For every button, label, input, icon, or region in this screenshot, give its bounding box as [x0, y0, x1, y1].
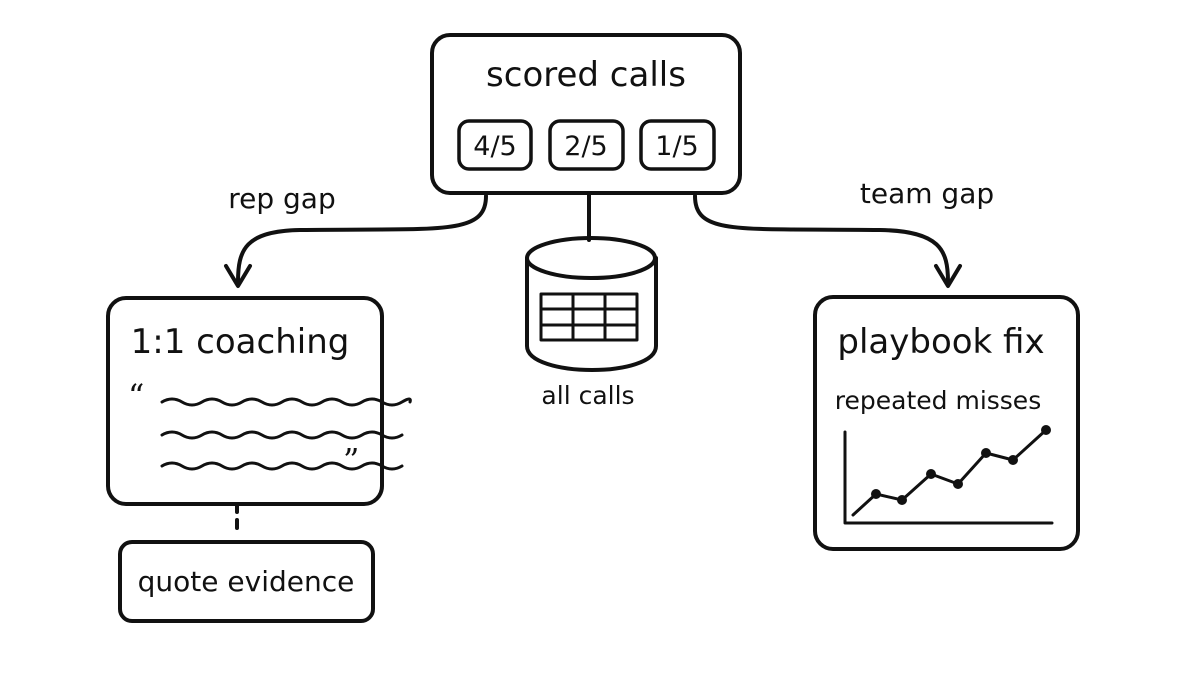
trend-points	[871, 425, 1051, 505]
scored-calls-box: scored calls 4/5 2/5 1/5	[430, 33, 742, 195]
coaching-title: 1:1 coaching	[131, 322, 350, 362]
close-quote-mark: ”	[343, 441, 359, 479]
coaching-box: 1:1 coaching “ ”	[106, 296, 412, 506]
playbook-box: playbook fix repeated misses	[813, 295, 1080, 551]
scored-calls-title: scored calls	[486, 55, 686, 95]
table-grid-icon	[539, 292, 639, 342]
playbook-title: playbook fix	[837, 322, 1044, 362]
quote-line-3	[160, 461, 404, 471]
all-calls-label: all calls	[541, 381, 634, 410]
quote-line-2	[160, 430, 404, 440]
quote-evidence-label: quote evidence	[138, 565, 355, 598]
score-chip-1-label: 4/5	[473, 131, 516, 162]
chart-axes	[843, 430, 1054, 525]
score-chip-3: 1/5	[639, 119, 716, 171]
quote-line-1	[160, 397, 412, 407]
score-chip-1: 4/5	[457, 119, 533, 171]
arrowhead-team-gap	[934, 264, 962, 288]
arrowhead-rep-gap	[224, 264, 252, 288]
quote-evidence-box: quote evidence	[118, 540, 375, 623]
repeated-misses-label: repeated misses	[835, 386, 1041, 415]
score-chip-2: 2/5	[548, 119, 625, 171]
score-chip-3-label: 1/5	[655, 131, 698, 162]
edge-label-rep-gap: rep gap	[228, 182, 336, 215]
score-chip-2-label: 2/5	[564, 131, 607, 162]
open-quote-mark: “	[128, 377, 144, 415]
edge-label-team-gap: team gap	[860, 177, 994, 210]
connector-rep-gap	[236, 194, 488, 284]
connector-team-gap	[693, 194, 950, 284]
database-icon	[525, 236, 658, 372]
trend-chart-icon	[843, 425, 1054, 525]
